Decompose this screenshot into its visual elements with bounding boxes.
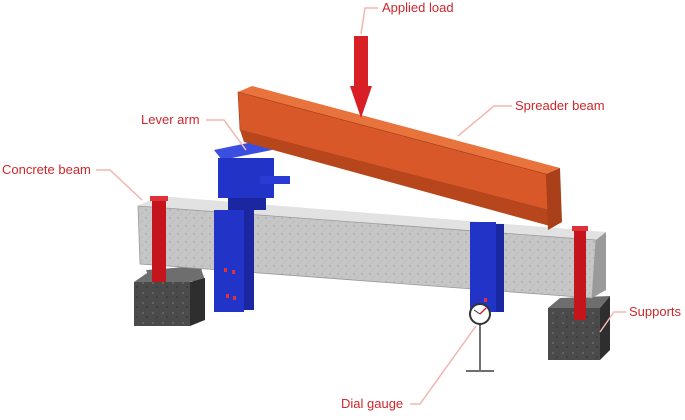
spreader-beam-label: Spreader beam [515, 98, 605, 113]
dial-gauge-stand [466, 320, 494, 372]
right-hanger [470, 222, 504, 312]
right-strap [572, 226, 588, 320]
dial-gauge [469, 303, 491, 325]
lever-arm-label: Lever arm [141, 112, 200, 127]
supports-leader [599, 311, 626, 333]
concrete-beam-label: Concrete beam [2, 162, 91, 177]
lever-arm-leader [206, 119, 247, 151]
dial-gauge-label: Dial gauge [341, 396, 404, 411]
applied-load-leader [360, 7, 378, 35]
left-strap [150, 196, 168, 282]
applied-load-label: Applied load [382, 0, 454, 15]
spreader-beam-leader [457, 105, 512, 137]
concrete-beam-leader [96, 169, 143, 201]
left-support [134, 266, 205, 326]
dial-gauge-leader [410, 325, 477, 405]
applied-load-arrow [350, 36, 372, 118]
supports-label: Supports [629, 304, 682, 319]
spreader-beam [237, 86, 562, 230]
